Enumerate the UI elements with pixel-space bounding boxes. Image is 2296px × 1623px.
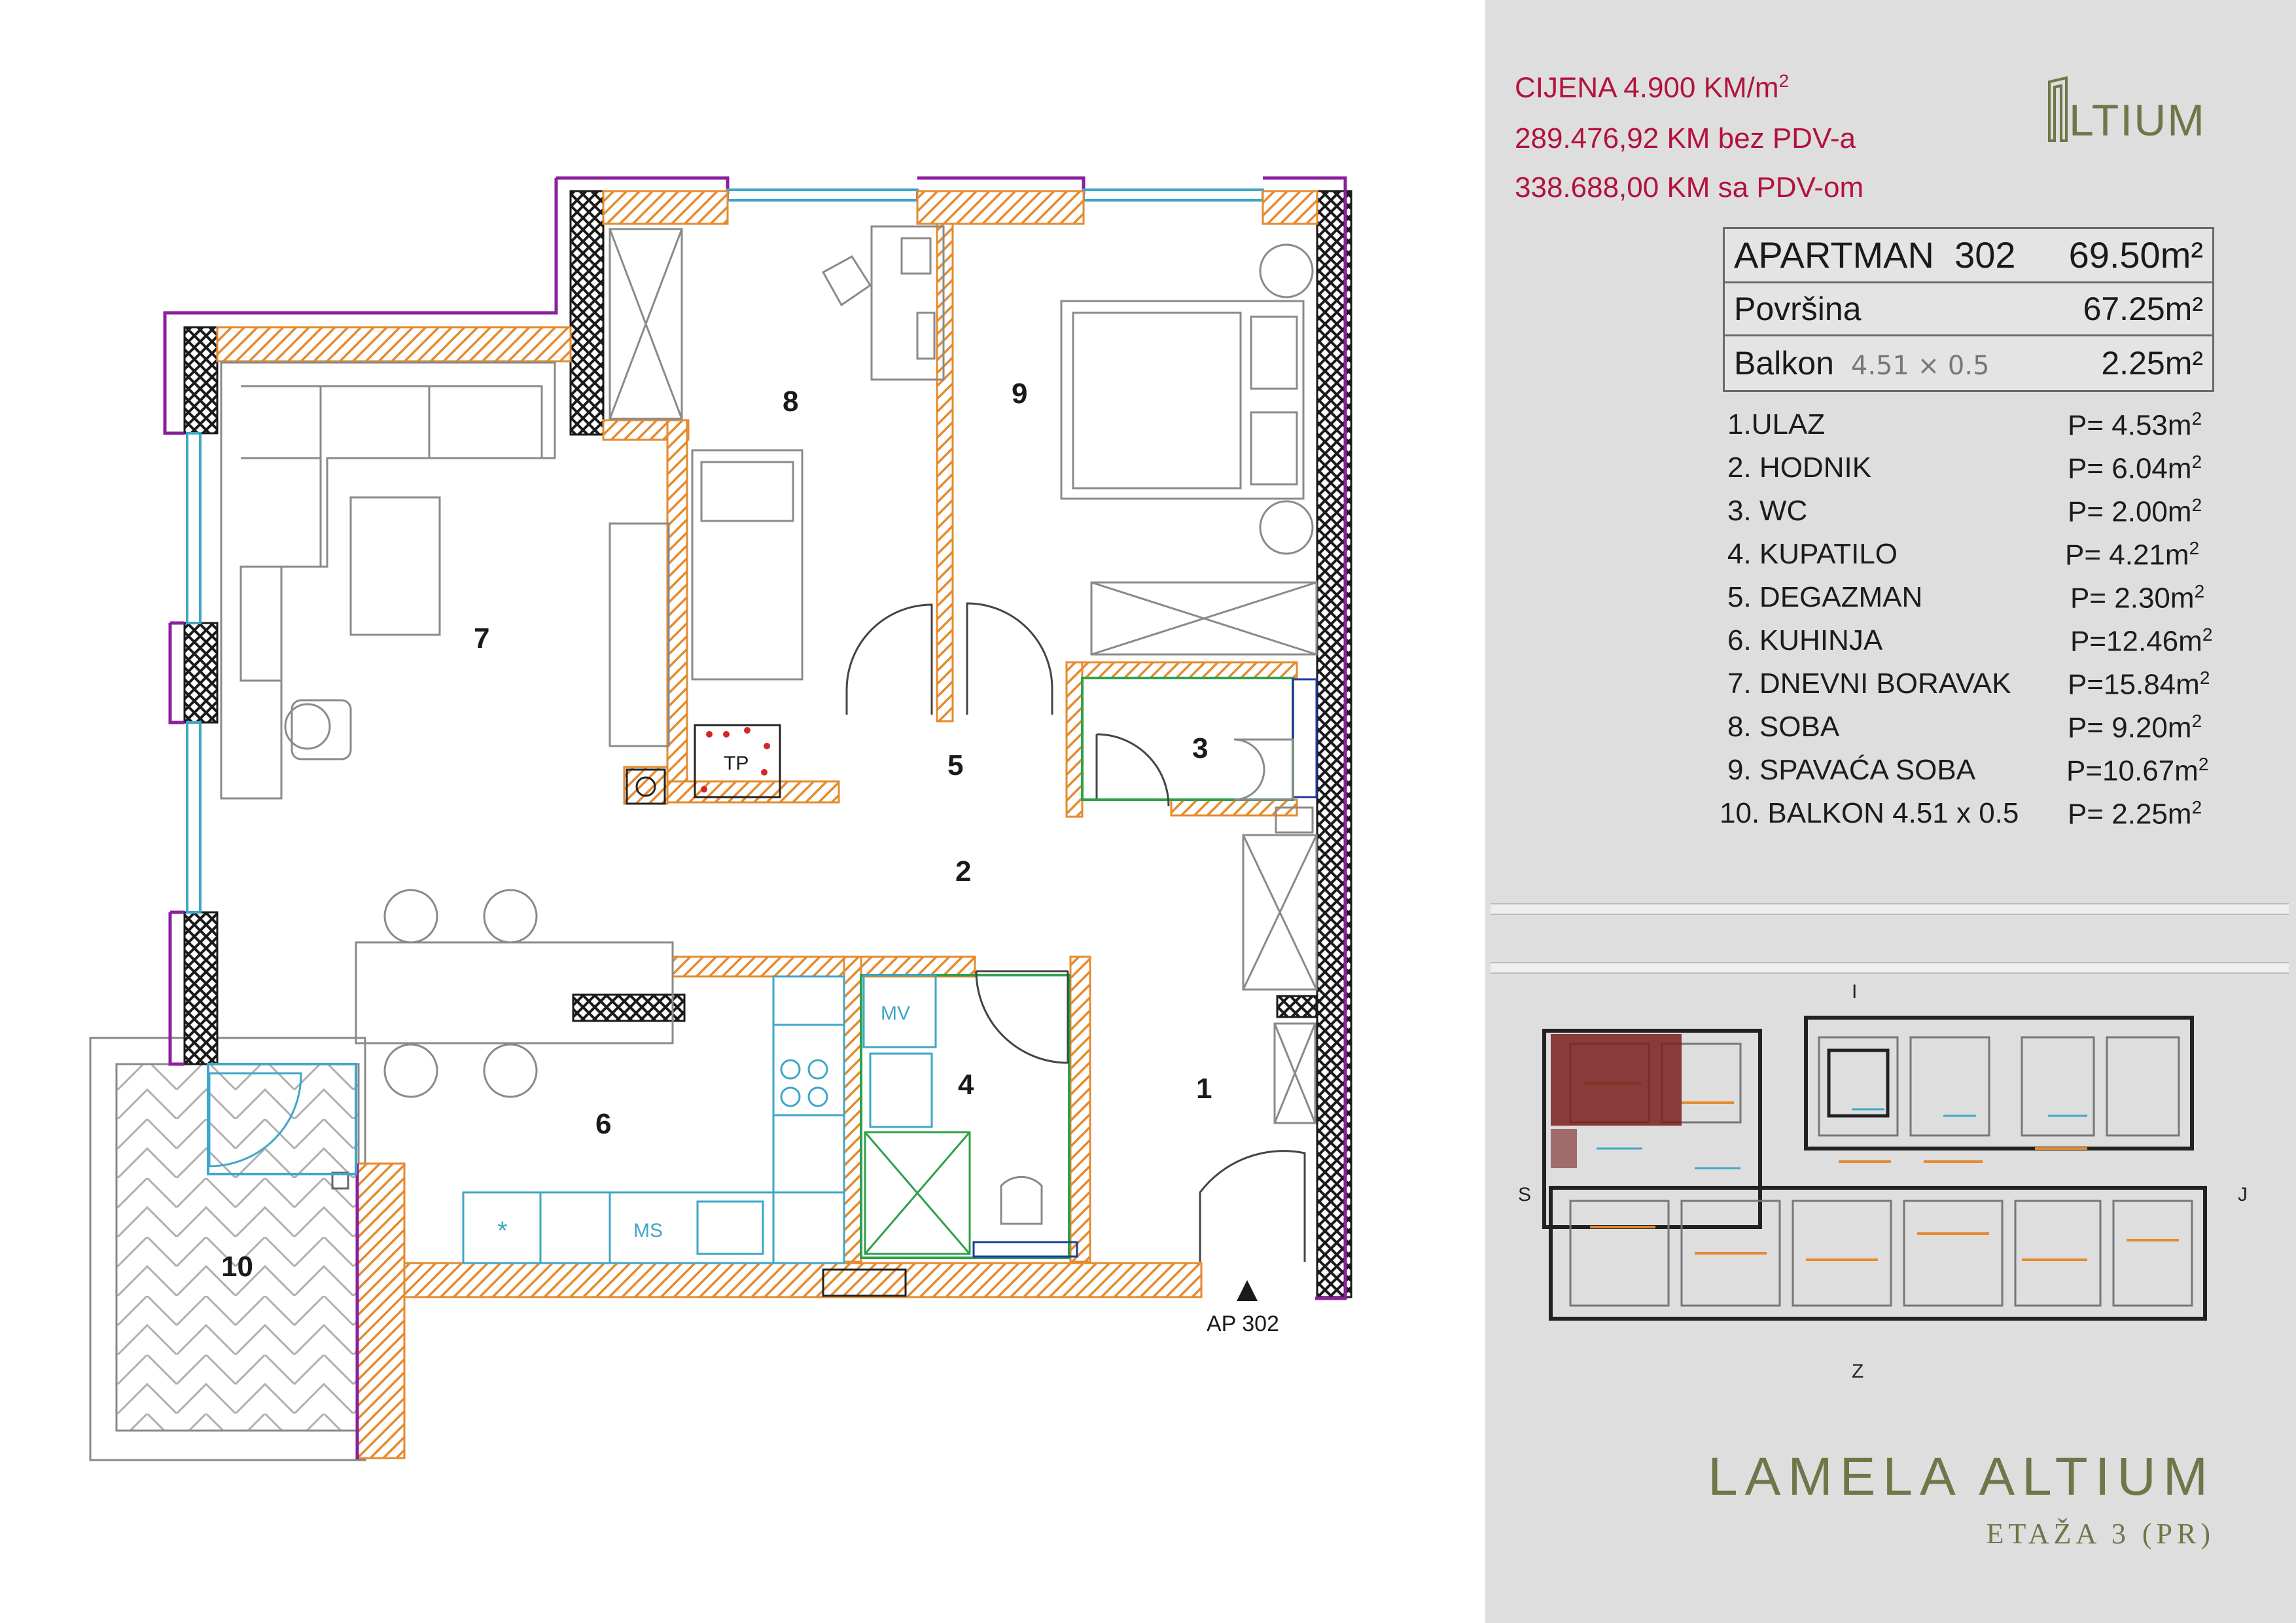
room-number-8: 8 xyxy=(783,385,798,418)
price-without-vat: 289.476,92 KM bez PDV-a xyxy=(1515,122,1856,154)
room-number-6: 6 xyxy=(595,1108,611,1140)
room-area: P= 4.21m2 xyxy=(2065,538,2200,571)
room-label: 8. SOBA xyxy=(1727,711,1840,743)
keyplan-south-label: Z xyxy=(1852,1361,1863,1382)
dishwasher-label: MS xyxy=(633,1220,663,1241)
room-number-5: 5 xyxy=(947,749,963,781)
logo-text: LTIUM xyxy=(2069,96,2206,145)
room-area: P=12.46m2 xyxy=(2070,624,2213,658)
fridge-symbol: * xyxy=(497,1217,508,1245)
building-title: LAMELA ALTIUM xyxy=(1708,1447,2215,1507)
apartment-title-row: APARTMAN 302 69.50m² xyxy=(1725,229,2212,283)
surface-value: 67.25m² xyxy=(2083,291,2203,327)
floor-plan: 1 2 3 4 5 6 7 8 9 10 TP MV MS * AP 302 xyxy=(89,176,1352,1461)
balcony-dims: 4.51 × 0.5 xyxy=(1850,351,1990,381)
room-label: 10. BALKON 4.51 x 0.5 xyxy=(1720,797,2019,829)
room-number-4: 4 xyxy=(958,1069,974,1101)
doors xyxy=(845,602,1306,1262)
key-plan: I Z S J xyxy=(1518,981,2248,1382)
entrance-label: AP 302 xyxy=(1207,1311,1279,1336)
room-label: 3. WC xyxy=(1727,495,1808,527)
divider xyxy=(1491,903,2289,915)
apartment-balcony-row: Balkon 4.51 × 0.5 2.25m² xyxy=(1725,336,2212,390)
room-area: P= 9.20m2 xyxy=(2068,711,2202,744)
heater-dots xyxy=(701,727,770,793)
keyplan-north-label: I xyxy=(1852,981,1857,1003)
washer-label: MV xyxy=(881,1003,910,1024)
apartment-surface-row: Površina 67.25m² xyxy=(1725,283,2212,336)
heater-label: TP xyxy=(724,753,749,774)
room-area: P= 2.00m2 xyxy=(2068,495,2202,528)
room-label: 5. DEGAZMAN xyxy=(1727,581,1923,613)
keyplan-west-label: S xyxy=(1518,1184,1531,1205)
highlighted-unit xyxy=(1551,1034,1682,1126)
price-with-vat: 338.688,00 KM sa PDV-om xyxy=(1515,171,1864,204)
room-label: 1.ULAZ xyxy=(1727,408,1826,440)
room-area: P= 6.04m2 xyxy=(2068,452,2202,485)
room-area: P=10.67m2 xyxy=(2066,754,2209,787)
room-area: P= 2.30m2 xyxy=(2070,581,2205,615)
keyplan-east-label: J xyxy=(2238,1184,2248,1205)
room-label: 6. KUHINJA xyxy=(1727,624,1883,656)
room-number-7: 7 xyxy=(474,622,489,654)
room-label: 2. HODNIK xyxy=(1727,452,1872,484)
apartment-number: 302 xyxy=(1954,234,2016,276)
surface-label: Površina xyxy=(1734,291,1862,327)
room-number-10: 10 xyxy=(221,1251,253,1283)
price-per-m2: CIJENA 4.900 KM/m2 xyxy=(1515,71,1790,104)
altium-logo-icon xyxy=(2048,76,2068,142)
apartment-name: APARTMAN xyxy=(1734,234,1934,276)
furniture xyxy=(220,225,1318,1297)
room-label: 4. KUPATILO xyxy=(1727,538,1898,570)
room-numbers: 1 2 3 4 5 6 7 8 9 10 xyxy=(221,378,1212,1283)
apartment-summary-table: APARTMAN 302 69.50m² Površina 67.25m² Ba… xyxy=(1723,227,2214,392)
room-label: 7. DNEVNI BORAVAK xyxy=(1727,668,2011,700)
room-number-1: 1 xyxy=(1196,1073,1212,1105)
interior-walls xyxy=(216,190,1318,1298)
apartment-total-area: 69.50m² xyxy=(2068,234,2203,276)
divider xyxy=(1491,962,2289,974)
room-area: P= 2.25m2 xyxy=(2068,797,2202,830)
entrance-arrow-icon xyxy=(1237,1280,1258,1301)
room-area: P= 4.53m2 xyxy=(2068,408,2202,442)
exterior-walls xyxy=(183,190,1352,1298)
room-number-9: 9 xyxy=(1012,378,1027,410)
room-number-3: 3 xyxy=(1192,732,1208,764)
balcony-label: Balkon xyxy=(1734,345,1834,382)
balcony-value: 2.25m² xyxy=(2101,345,2203,382)
room-label: 9. SPAVAĆA SOBA xyxy=(1727,754,1976,786)
room-number-2: 2 xyxy=(955,855,971,887)
room-area: P=15.84m2 xyxy=(2068,668,2210,701)
floor-title: ETAŽA 3 (PR) xyxy=(1986,1518,2215,1550)
balcony-door xyxy=(208,1072,302,1168)
